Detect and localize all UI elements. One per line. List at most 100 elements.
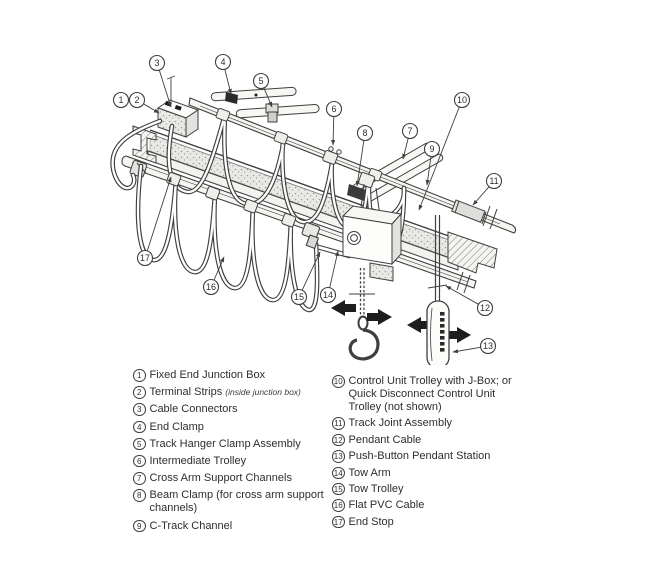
track-joint-assembly [451, 199, 487, 225]
legend-item-label: Beam Clamp (for cross arm support channe… [149, 489, 324, 515]
legend-item-label: Cable Connectors [149, 403, 238, 416]
callout-10: 10 [418, 91, 471, 211]
travel-arrows [331, 300, 471, 343]
callout-3: 3 [148, 54, 172, 108]
callout-leader-line [301, 251, 321, 291]
legend-item-note: (inside junction box) [225, 387, 301, 398]
callout-number: 11 [489, 176, 498, 186]
callout-13: 13 [452, 337, 497, 355]
callout-leader-line [402, 138, 409, 160]
callout-leader-line [418, 106, 460, 211]
callout-number: 9 [429, 144, 434, 154]
legend-item-number: 7 [133, 472, 146, 485]
legend-item-number: 9 [133, 519, 146, 532]
legend-item-label: Push-Button Pendant Station [348, 450, 491, 463]
callout-number: 12 [480, 303, 490, 313]
legend-item-label: C-Track Channel [149, 519, 233, 532]
legend-item-label: Tow Arm [348, 466, 391, 479]
callout-leader-line [224, 69, 232, 95]
legend-item-number: 8 [133, 489, 146, 502]
arrow-left-icon [407, 317, 432, 333]
callout-1: 1 [112, 91, 130, 109]
callout-leader-line [355, 140, 365, 187]
callout-number: 7 [407, 126, 412, 136]
callout-number: 3 [154, 58, 159, 68]
legend-item-label: Fixed End Junction Box [149, 369, 266, 381]
callout-number: 5 [258, 76, 263, 86]
callout-11: 11 [472, 172, 503, 206]
legend-item-number: 3 [133, 403, 146, 416]
callout-8: 8 [355, 124, 374, 187]
callout-number: 8 [362, 128, 367, 138]
legend-item-label: Track Joint Assembly [348, 417, 453, 430]
legend-item-number: 5 [133, 437, 146, 451]
legend-item-label: Pendant Cable [348, 433, 422, 446]
callout-balloon [128, 91, 146, 109]
arrow-left-icon [331, 300, 356, 316]
callout-16: 16 [202, 256, 225, 296]
callout-balloon [401, 122, 419, 140]
callout-4: 4 [214, 53, 232, 95]
callout-5: 5 [252, 72, 273, 108]
legend-item-label: Terminal Strips (inside junction box) [149, 386, 301, 399]
intermediate-trolley [322, 146, 342, 165]
callout-9: 9 [423, 140, 441, 186]
callout-number: 16 [206, 282, 216, 292]
callout-number: 2 [134, 95, 139, 105]
legend-item-number: 2 [133, 386, 146, 399]
cable-trolleys-front [166, 172, 297, 228]
hoist-chain [349, 268, 375, 318]
callout-6: 6 [325, 100, 343, 146]
callout-balloon [148, 54, 166, 72]
hoist-hook [348, 315, 380, 361]
callout-balloon [112, 91, 130, 109]
callout-number: 4 [220, 57, 225, 67]
legend-item-number: 10 [332, 375, 345, 388]
legend-item-label: End Stop [348, 515, 394, 528]
callout-balloon [252, 72, 270, 90]
legend-item-label: Track Hanger Clamp Assembly [149, 437, 301, 450]
legend-item-number: 17 [332, 515, 345, 529]
callout-leader-line [213, 256, 225, 281]
callout-number: 13 [483, 341, 493, 351]
legend-item-label: Intermediate Trolley [149, 454, 247, 467]
beam-clamp [347, 184, 366, 201]
end-clamp [225, 92, 238, 104]
legend-item-number: 16 [332, 499, 345, 512]
legend-item-number: 13 [332, 450, 345, 463]
callout-number: 14 [323, 290, 333, 300]
callout-leader-line [143, 103, 160, 114]
pendant-cable [427, 215, 448, 303]
callout-number: 17 [140, 253, 150, 263]
legend-item-label: Control Unit Trolley with J-Box; or Quic… [348, 375, 512, 413]
legend-item-number: 15 [332, 482, 345, 496]
callout-balloon [423, 140, 441, 158]
callout-balloon [319, 286, 337, 304]
callout-balloon [356, 124, 374, 142]
callout-number: 6 [331, 104, 336, 114]
callout-leader-line [329, 250, 339, 288]
callout-15: 15 [290, 251, 321, 306]
callout-balloon [485, 172, 503, 190]
legend-item-label: End Clamp [149, 420, 204, 433]
arrow-right-icon [446, 327, 471, 343]
beam-left-end [132, 125, 157, 164]
callout-leader-line [263, 87, 273, 108]
callout-balloon [479, 337, 497, 355]
callout-leader-line [146, 176, 172, 251]
callout-number: 15 [294, 292, 304, 302]
